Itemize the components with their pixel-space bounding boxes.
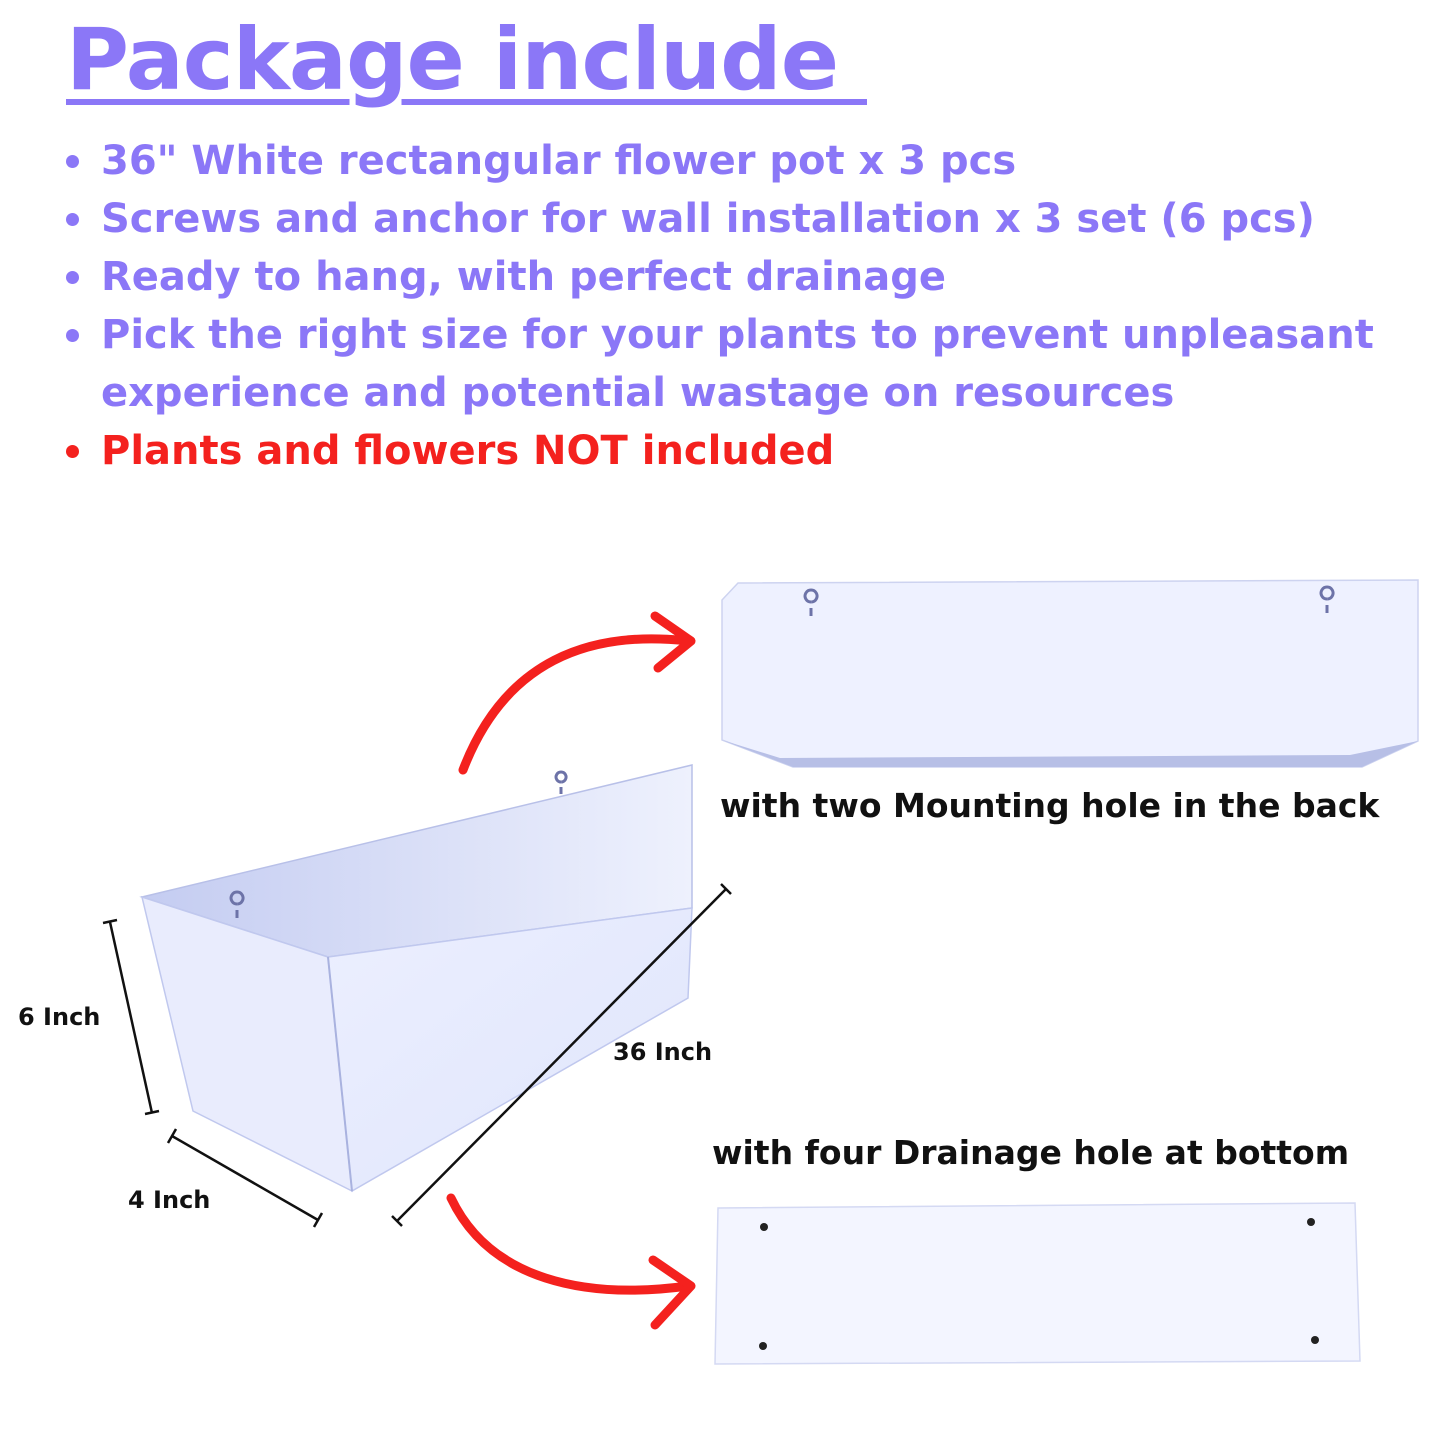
depth-label: 4 Inch [128, 1186, 211, 1214]
length-dimension-line [391, 883, 732, 1227]
feature-item-pots: 36" White rectangular flower pot x 3 pcs [62, 132, 1432, 190]
planter-box [139, 764, 693, 1193]
drainage-hole-icon [1311, 1336, 1319, 1344]
planter-bottom-view [714, 1202, 1361, 1365]
page-title: Package include [66, 10, 867, 110]
height-dimension-line [102, 918, 160, 1116]
feature-item-screws: Screws and anchor for wall installation … [62, 190, 1432, 248]
height-label: 6 Inch [18, 1003, 101, 1031]
keyhole-icon [229, 890, 245, 918]
length-label: 36 Inch [613, 1038, 713, 1066]
arrow-to-back-view-icon [458, 634, 693, 775]
mounting-hole-icon [1319, 585, 1335, 613]
drainage-hole-icon [1307, 1218, 1315, 1226]
package-contents-list: 36" White rectangular flower pot x 3 pcs… [62, 132, 1432, 480]
mounting-caption: with two Mounting hole in the back [720, 786, 1380, 825]
mounting-hole-icon [803, 588, 819, 616]
feature-item-plants-not-included: Plants and flowers NOT included [62, 422, 1432, 480]
drainage-hole-icon [759, 1342, 767, 1350]
drainage-hole-icon [760, 1223, 768, 1231]
depth-dimension-line [166, 1128, 324, 1228]
planter-back-view [721, 579, 1419, 768]
drainage-caption: with four Drainage hole at bottom [712, 1133, 1350, 1172]
arrow-head-icon [650, 611, 696, 673]
keyhole-icon [554, 770, 568, 794]
arrow-head-icon [648, 1255, 696, 1330]
arrow-to-bottom-view-icon [446, 1193, 693, 1295]
feature-item-drainage: Ready to hang, with perfect drainage [62, 248, 1432, 306]
feature-item-sizing: Pick the right size for your plants to p… [62, 306, 1432, 422]
